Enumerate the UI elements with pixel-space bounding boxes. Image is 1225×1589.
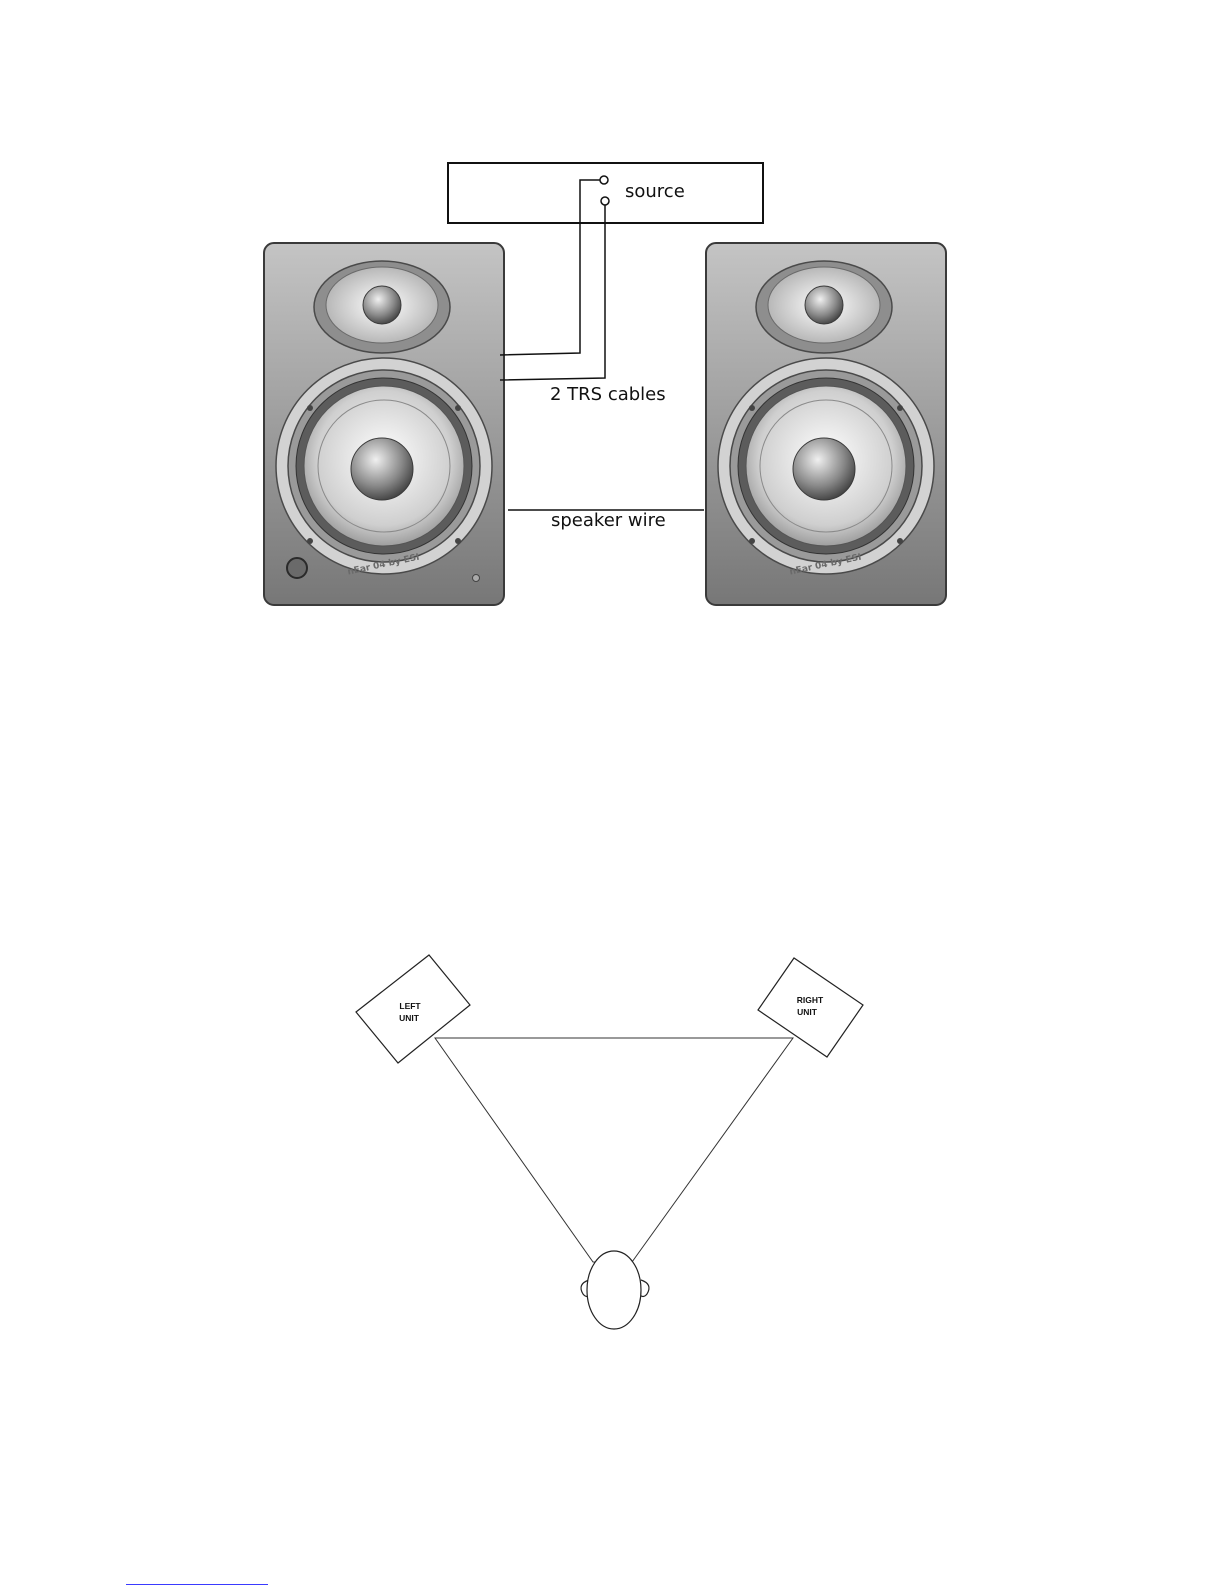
source-jack-bottom: [601, 197, 609, 205]
connection-diagram: source nEar 04 by ESI nEar 04 by ESI 2 T…: [264, 163, 946, 605]
left-unit-label-1: LEFT: [399, 1001, 421, 1011]
right-unit: RIGHT UNIT: [758, 958, 863, 1057]
listener-head: [581, 1251, 649, 1329]
source-label: source: [625, 181, 685, 202]
right-speaker: nEar 04 by ESI: [706, 243, 946, 605]
source-jack-top: [600, 176, 608, 184]
trs-cables-label: 2 TRS cables: [550, 384, 666, 405]
left-speaker: nEar 04 by ESI: [264, 243, 504, 605]
speaker-wire-label: speaker wire: [551, 510, 666, 531]
right-unit-label-2: UNIT: [797, 1007, 818, 1017]
listening-triangle: [435, 1038, 793, 1262]
left-unit: LEFT UNIT: [356, 955, 470, 1063]
placement-diagram: LEFT UNIT RIGHT UNIT: [356, 955, 863, 1329]
left-unit-label-2: UNIT: [399, 1013, 420, 1023]
right-unit-label-1: RIGHT: [797, 995, 824, 1005]
